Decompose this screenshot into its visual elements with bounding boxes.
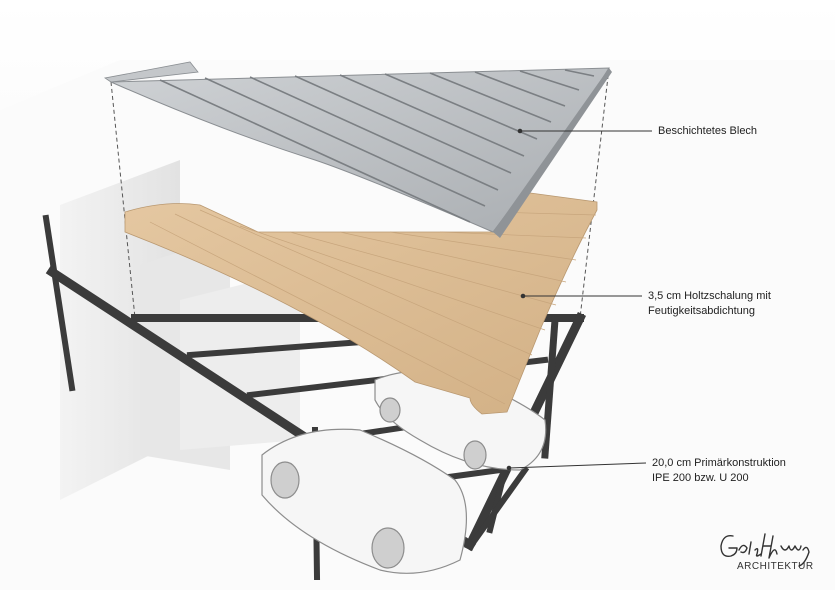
leader-lines (508, 130, 652, 469)
callout-coated-sheet: Beschichtetes Blech (658, 124, 757, 139)
leader-dots (506, 128, 526, 471)
callout-wood-boarding: 3,5 cm Holtzschalung mit Feutigkeitsabdi… (648, 289, 771, 319)
callout-line: 20,0 cm Primärkonstruktion (652, 457, 786, 469)
callout-line: Feutigkeitsabdichtung (648, 305, 756, 317)
callout-line: 3,5 cm Holtzschalung mit (648, 290, 771, 302)
wood-decking-layer (124, 187, 598, 415)
metal-sheet-layer (103, 61, 612, 238)
architect-signature-logo (720, 533, 810, 567)
callout-line: Beschichtetes Blech (658, 125, 758, 137)
callout-line: IPE 200 bzw. U 200 (652, 472, 749, 484)
callout-primary-structure: 20,0 cm Primärkonstruktion IPE 200 bzw. … (652, 456, 786, 486)
logo-subtitle: ARCHITEKTUR (737, 561, 814, 572)
